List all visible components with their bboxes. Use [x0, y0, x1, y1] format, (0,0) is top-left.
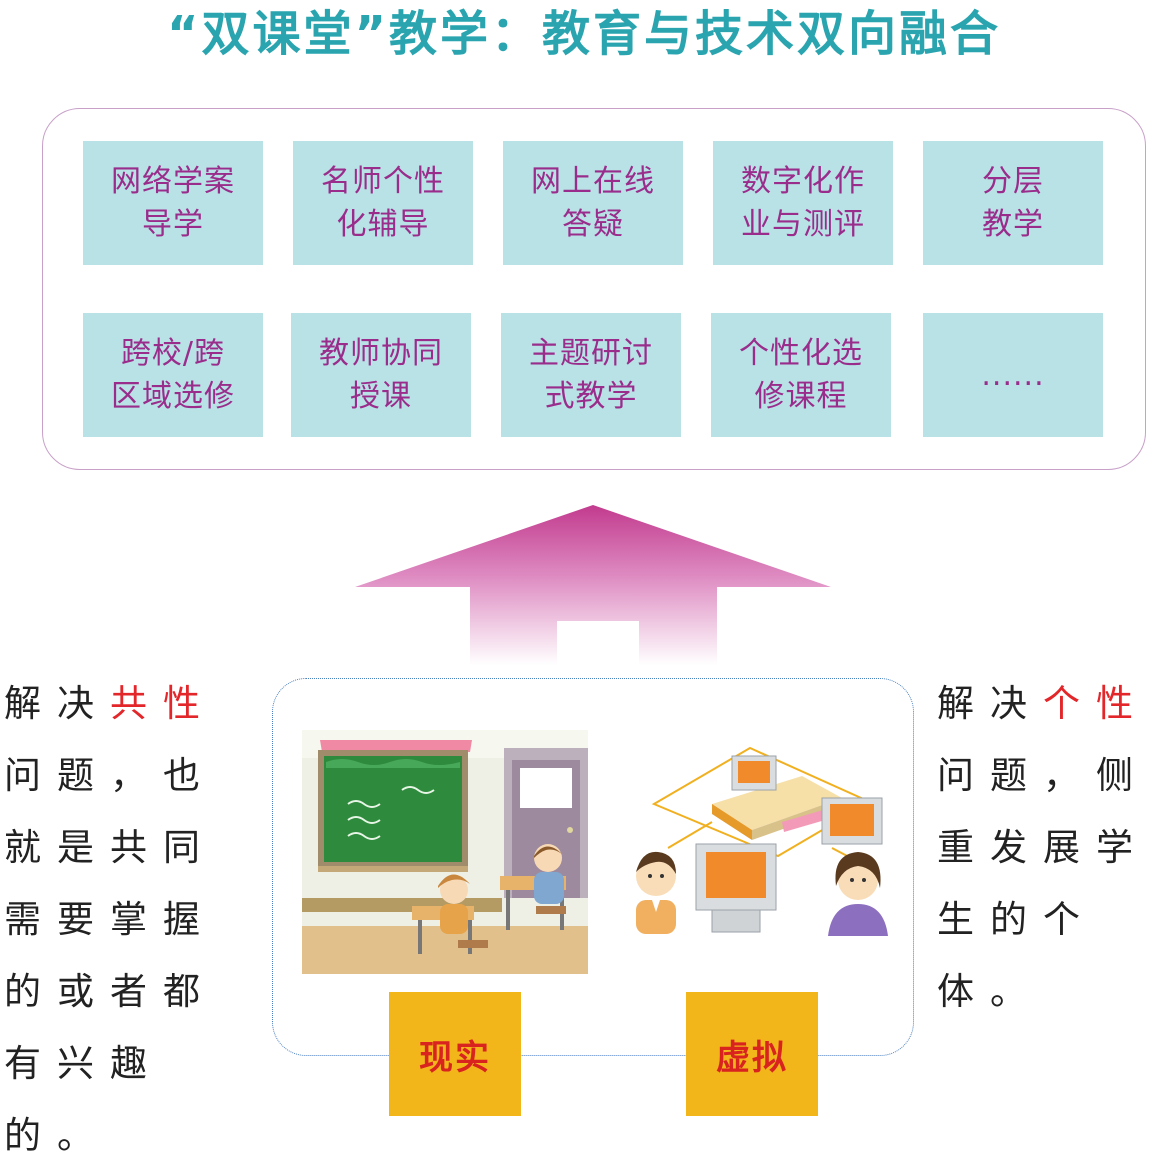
- individual-issues-text: 解决个性问题，侧重发展学生的个体。: [937, 668, 1168, 1028]
- common-text-rest: 问题，也就是共同需要掌握的或者都有兴趣的。: [4, 754, 216, 1157]
- common-highlight: 共性: [110, 682, 216, 725]
- virtual-label: 虚拟: [686, 992, 818, 1116]
- network-illustration: [632, 736, 892, 950]
- tile-tiered-teaching: 分层 教学: [923, 141, 1103, 265]
- tile-topic-seminar: 主题研讨 式教学: [501, 313, 681, 437]
- classroom-illustration: [302, 730, 588, 974]
- individual-text-prefix: 解决: [937, 682, 1043, 725]
- tile-more-ellipsis: ......: [923, 313, 1103, 437]
- real-label: 现实: [389, 992, 521, 1116]
- tile-personalized-tutoring: 名师个性 化辅导: [293, 141, 473, 265]
- common-issues-text: 解决共性问题，也就是共同需要掌握的或者都有兴趣的。: [4, 668, 266, 1172]
- diagram-title: “双课堂”教学：教育与技术双向融合: [166, 6, 1002, 62]
- individual-highlight: 个性: [1043, 682, 1149, 725]
- tile-cross-school-electives: 跨校/跨 区域选修: [83, 313, 263, 437]
- common-text-prefix: 解决: [4, 682, 110, 725]
- tile-online-study-guide: 网络学案 导学: [83, 141, 263, 265]
- tile-digital-homework: 数字化作 业与测评: [713, 141, 893, 265]
- upward-arrow: [355, 505, 833, 665]
- real-virtual-panel: [272, 678, 914, 1056]
- individual-text-rest: 问题，侧重发展学生的个体。: [937, 754, 1149, 1013]
- tile-online-qa: 网上在线 答疑: [503, 141, 683, 265]
- tile-personalized-electives: 个性化选 修课程: [711, 313, 891, 437]
- tile-collaborative-teaching: 教师协同 授课: [291, 313, 471, 437]
